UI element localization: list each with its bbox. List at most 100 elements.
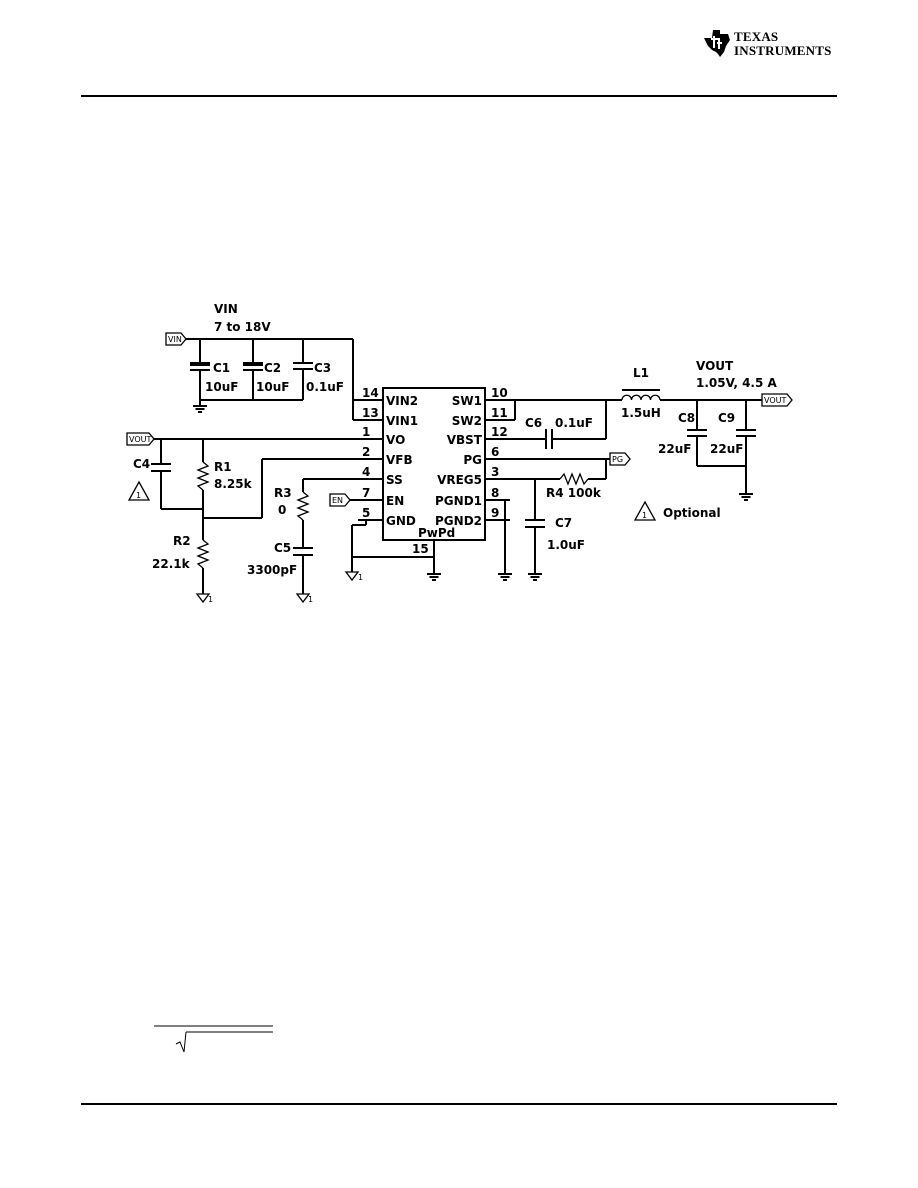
ic-left-pin-number: 4: [362, 465, 370, 479]
c8-value: 22uF: [658, 442, 691, 456]
c3-value: 0.1uF: [306, 380, 344, 394]
ic-pins: 14VIN213VIN11VO2VFB4SS7EN5GND10SW111SW21…: [358, 386, 510, 528]
ti-logo-line1: TEXAS: [734, 29, 779, 44]
c4-optional-warning-icon: 1: [127, 480, 151, 501]
square-root-icon: [175, 1031, 187, 1053]
footer-rule: [81, 1103, 837, 1105]
capacitor-c9: [736, 400, 756, 488]
r1-value: 8.25k: [214, 477, 253, 491]
ic-left-pin-number: 2: [362, 445, 370, 459]
c5-value: 3300pF: [247, 563, 297, 577]
header-rule: [81, 95, 837, 97]
r3-label: R3: [274, 486, 292, 500]
ic-right-pin-name: SW1: [452, 394, 482, 408]
r1-label: R1: [214, 460, 232, 474]
c6-value: 0.1uF: [555, 416, 593, 430]
ic-left-pin-name: EN: [386, 494, 404, 508]
c5-gnd-mark: 1: [308, 595, 313, 604]
ic-right-pin-number: 6: [491, 445, 499, 459]
c4-warning-mark: 1: [136, 491, 141, 500]
c1-label: C1: [213, 361, 230, 375]
capacitor-c1: [190, 339, 210, 400]
c7-value: 1.0uF: [547, 538, 585, 552]
ic-left-pin-number: 14: [362, 386, 379, 400]
ic-gnd-mark: 1: [358, 573, 363, 582]
ic-pad-num: 15: [412, 542, 429, 556]
ic-left-pin-number: 1: [362, 425, 370, 439]
ic-right-pin-name: PGND2: [435, 514, 482, 528]
ic-right-pin-number: 8: [491, 486, 499, 500]
optional-note: Optional: [663, 506, 721, 520]
r2-value: 22.1k: [152, 557, 191, 571]
ic-left-pin-name: VFB: [386, 453, 413, 467]
vout-left-port-label: VOUT: [129, 435, 151, 444]
resistor-r3: [296, 479, 310, 548]
c9-label: C9: [718, 411, 735, 425]
capacitor-c7: [525, 479, 545, 568]
optional-warning-icon: 1: [633, 500, 657, 521]
ic-left-pin-number: 13: [362, 406, 379, 420]
c5-label: C5: [274, 541, 291, 555]
ic-left-pin-name: GND: [386, 514, 416, 528]
l1-value: 1.5uH: [621, 406, 661, 420]
ic-right-pin-name: PGND1: [435, 494, 482, 508]
c9-value: 22uF: [710, 442, 743, 456]
ic-right-pin-number: 10: [491, 386, 508, 400]
capacitor-c8: [687, 400, 707, 466]
ic-right-pin-number: 9: [491, 506, 499, 520]
vout-label: VOUT: [696, 359, 734, 373]
en-port-label: EN: [332, 496, 343, 505]
inductor-l1: [621, 389, 661, 401]
l1-label: L1: [633, 366, 649, 380]
capacitor-c5: [293, 547, 313, 590]
vin-range: 7 to 18V: [214, 320, 271, 334]
vout-right-port: VOUT: [761, 393, 793, 407]
c7-label: C7: [555, 516, 572, 530]
vout-left-port: VOUT: [126, 432, 155, 446]
c4-label: C4: [133, 457, 150, 471]
ic-right-pin-number: 11: [491, 406, 508, 420]
ic-left-pin-name: SS: [386, 473, 403, 487]
ic-right-pin-name: VREG5: [437, 473, 482, 487]
resistor-r1: [196, 439, 210, 540]
ic-pad-name: PwPd: [418, 526, 455, 540]
vout-spec: 1.05V, 4.5 A: [696, 376, 778, 390]
capacitor-c6: [545, 429, 553, 449]
capacitor-c3: [293, 339, 313, 400]
capacitor-c2: [243, 339, 263, 400]
c2-value: 10uF: [256, 380, 289, 394]
r4-label: R4 100k: [546, 486, 602, 500]
ic-right-pin-name: SW2: [452, 414, 482, 428]
ti-logo: [698, 24, 840, 60]
pg-port-label: PG: [612, 455, 623, 464]
capacitor-c4: [151, 463, 203, 510]
ic-right-pin-number: 3: [491, 465, 499, 479]
vin-port-label: VIN: [168, 335, 182, 344]
r2-label: R2: [173, 534, 191, 548]
resistor-r4: [559, 459, 607, 486]
en-port: EN: [329, 493, 351, 507]
c8-label: C8: [678, 411, 695, 425]
ic-right-pin-name: PG: [463, 453, 482, 467]
ic-right-pin-number: 12: [491, 425, 508, 439]
ic-left-pin-name: VIN1: [386, 414, 418, 428]
c2-label: C2: [264, 361, 281, 375]
ic-left-pin-number: 7: [362, 486, 370, 500]
optional-warning-mark: 1: [642, 511, 647, 520]
r3-value: 0: [278, 503, 286, 517]
r2-gnd-mark: 1: [208, 595, 213, 604]
ti-logo-line2: INSTRUMENTS: [734, 43, 832, 58]
ic-left-pin-name: VIN2: [386, 394, 418, 408]
vout-right-port-label: VOUT: [764, 396, 786, 405]
ti-state-logo-icon: [704, 30, 730, 57]
ic-right-pin-name: VBST: [447, 433, 483, 447]
c3-label: C3: [314, 361, 331, 375]
resistor-r2: [196, 539, 210, 590]
ic-left-pin-number: 5: [362, 506, 370, 520]
vin-port: VIN: [165, 332, 187, 346]
vin-label: VIN: [214, 302, 238, 316]
c6-label: C6: [525, 416, 542, 430]
c1-value: 10uF: [205, 380, 238, 394]
pg-port: PG: [609, 452, 631, 466]
